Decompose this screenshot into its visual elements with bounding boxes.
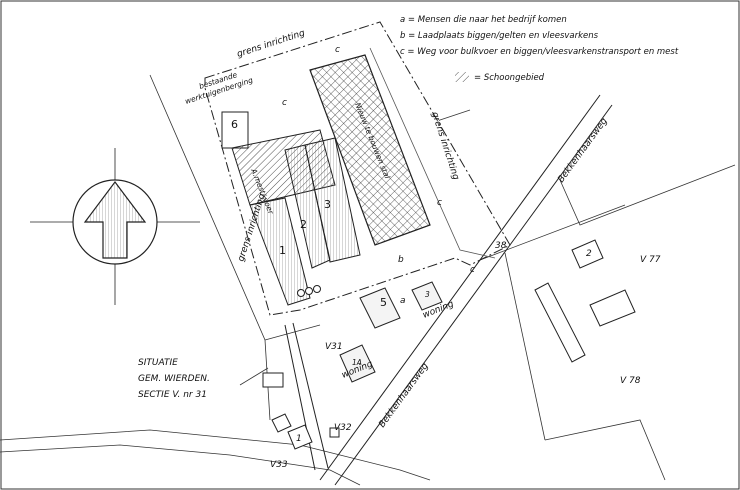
- road-name-lower: Bekkenhaarsweg: [377, 361, 431, 429]
- clean-area-legend-swatch: [455, 72, 469, 82]
- zone-c-right: c: [437, 198, 442, 208]
- house-3: [411, 281, 443, 311]
- parcel-v78: V 78: [620, 376, 641, 386]
- silos: [297, 285, 321, 297]
- situatie-title: SITUATIE: [138, 358, 178, 368]
- building-3-label: 3: [324, 198, 331, 211]
- parcel-v77: V 77: [640, 255, 661, 265]
- house-number-2: 2: [586, 249, 592, 259]
- boundary-label-top: grens inrichting: [236, 28, 307, 59]
- zone-a: a: [400, 296, 406, 306]
- house-number-1: 1: [296, 434, 302, 444]
- north-arrow: [30, 148, 200, 305]
- zone-b: b: [398, 255, 404, 265]
- parcel-v33: V33: [270, 460, 288, 470]
- building-2-label: 2: [300, 218, 307, 231]
- parcel-v31: V31: [325, 342, 343, 352]
- building-38-label: 38: [495, 241, 507, 251]
- building-1-label: 1: [279, 244, 286, 257]
- house-number-3: 3: [425, 290, 430, 299]
- building-6-label: 6: [231, 118, 238, 131]
- zone-c-bottom: c: [470, 265, 475, 275]
- building-1: [249, 197, 311, 306]
- situatie-municipality: GEM. WIERDEN.: [138, 374, 210, 384]
- road: [284, 94, 613, 486]
- boundary-label-right: grens inrichting: [429, 111, 460, 182]
- house-number-1a: 1A: [352, 358, 362, 367]
- building-3: [304, 137, 361, 263]
- road-name-upper: Bekkenhaarsweg: [556, 116, 610, 184]
- building-5-label: 5: [380, 296, 387, 309]
- situatie-section: SECTIE V. nr 31: [138, 390, 207, 400]
- building-5: [359, 287, 401, 329]
- building-4-new: [309, 54, 431, 246]
- legend-clean-area: = Schoongebied: [474, 73, 545, 83]
- boundary-line: [204, 21, 511, 316]
- zone-c-left: c: [282, 98, 287, 108]
- legend-c: c = Weg voor bulkvoer en biggen/vleesvar…: [400, 47, 679, 57]
- legend-b: b = Laadplaats biggen/gelten en vleesvar…: [400, 31, 599, 41]
- house-1a: [339, 344, 376, 383]
- parcel-v32: V32: [334, 423, 352, 433]
- legend-a: a = Mensen die naar het bedrijf komen: [400, 15, 567, 25]
- yard-line: [369, 47, 496, 259]
- neighbour-buildings: [262, 239, 636, 450]
- zone-c-top: c: [335, 45, 340, 55]
